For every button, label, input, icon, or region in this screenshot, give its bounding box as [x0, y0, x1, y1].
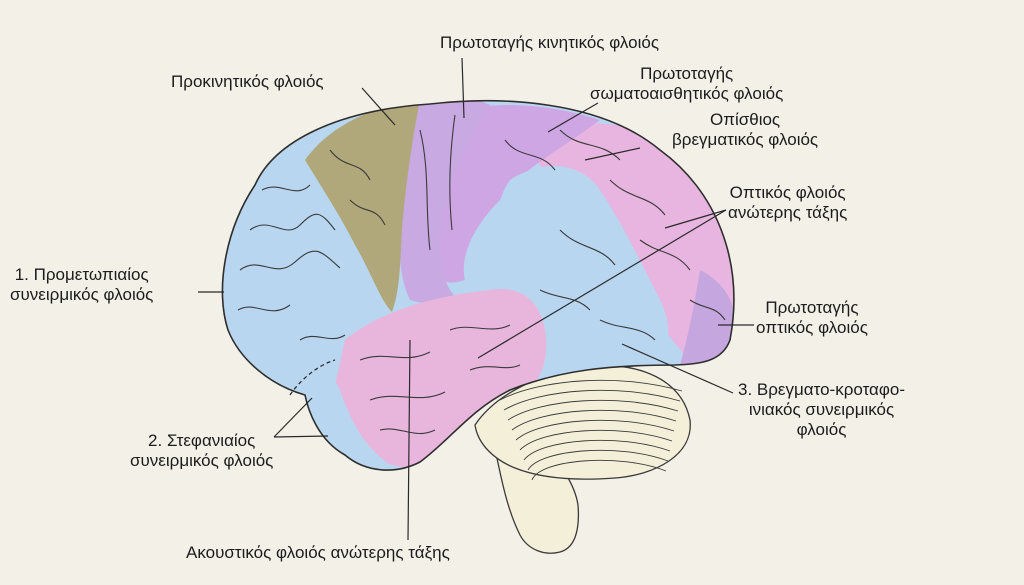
gyrus-line	[329, 149, 371, 181]
label-somatosensory-line1: Πρωτοταγής	[640, 64, 734, 83]
gyrus-line	[559, 129, 621, 161]
leader-pto	[621, 343, 734, 394]
gyrus-line	[449, 324, 511, 331]
label-limbic: 2. Στεφανιαίος συνειρμικός φλοιός	[130, 431, 273, 471]
leader-lines	[198, 57, 754, 541]
label-primary-visual-line2: οπτικός φλοιός	[756, 318, 868, 337]
leader-higher-visual-1	[664, 209, 727, 229]
gyrus-line	[349, 199, 386, 226]
label-auditory-text: Ακουστικός φλοιός ανώτερης τάξης	[186, 543, 450, 562]
label-somatosensory-line2: σωματοαισθητικός φλοιός	[590, 84, 784, 103]
gyrus-line	[449, 114, 456, 231]
label-limbic-line1: 2. Στεφανιαίος	[148, 431, 256, 450]
cerebellum-folium	[499, 379, 683, 401]
label-premotor-text: Προκινητικός φλοιός	[171, 72, 324, 91]
label-primary-motor-text: Πρωτοταγής κινητικός φλοιός	[440, 33, 660, 52]
gyrus-line	[609, 179, 666, 216]
gyrus-line	[239, 250, 341, 271]
cerebellum-folium	[515, 419, 675, 441]
gyrus-line	[559, 229, 616, 266]
leader-limbic-2	[273, 435, 329, 438]
gyrus-line	[261, 184, 311, 192]
label-higher-visual: Οπτικός φλοιός ανώτερης τάξης	[728, 183, 847, 223]
leader-premotor	[361, 87, 396, 126]
gyri-texture	[237, 114, 726, 435]
label-pto: 3. Βρεγματο-κροταφο- ινιακός συνειρμικός…	[738, 380, 905, 440]
gyrus-line	[599, 319, 656, 341]
label-pto-line1: 3. Βρεγματο-κροταφο-	[738, 380, 906, 399]
label-premotor: Προκινητικός φλοιός	[171, 72, 324, 92]
gyrus-line	[419, 129, 431, 251]
region-premotor	[305, 100, 420, 312]
cerebellum-folia	[499, 379, 683, 481]
label-primary-motor: Πρωτοταγής κινητικός φλοιός	[440, 33, 659, 53]
leader-higher-visual-2	[477, 209, 727, 359]
leader-limbic-1	[273, 397, 313, 438]
gyrus-line	[504, 139, 556, 171]
gyrus-line	[689, 299, 726, 321]
label-limbic-line2: συνειρμικός φλοιός	[130, 451, 274, 470]
label-pto-line2: ινιακός συνειρμικός	[748, 400, 895, 419]
label-primary-visual: Πρωτοταγής οπτικός φλοιός	[756, 298, 868, 338]
region-primary-somatosensory	[427, 105, 600, 283]
leader-primary-motor	[461, 57, 465, 119]
leader-somatosensory	[547, 102, 599, 133]
gyrus-line	[237, 304, 291, 312]
cerebellum-folium	[531, 459, 667, 481]
label-prefrontal: 1. Προμετωπιαίος συνειρμικός φλοιός	[10, 265, 153, 305]
label-pto-line3: φλοιός	[796, 420, 847, 439]
label-prefrontal-line2: συνειρμικός φλοιός	[10, 285, 154, 304]
gyrus-line	[639, 239, 691, 271]
region-primary-visual	[680, 270, 734, 365]
cerebellum-folium	[507, 399, 679, 421]
label-prefrontal-line1: 1. Προμετωπιαίος	[14, 265, 149, 284]
cerebellum-folium	[527, 449, 669, 471]
region-primary-motor	[399, 100, 490, 304]
gyrus-line	[359, 351, 431, 361]
gyrus-line	[299, 334, 346, 341]
label-posterior-parietal: Οπίσθιος βρεγματικός φλοιός	[672, 110, 818, 150]
label-posterior-parietal-line1: Οπίσθιος	[710, 110, 781, 129]
gyrus-line	[379, 428, 436, 435]
label-somatosensory: Πρωτοταγής σωματοαισθητικός φλοιός	[590, 64, 783, 104]
label-higher-visual-line2: ανώτερης τάξης	[728, 203, 848, 222]
leader-auditory	[407, 339, 411, 541]
label-higher-visual-line1: Οπτικός φλοιός	[729, 183, 846, 202]
label-auditory: Ακουστικός φλοιός ανώτερης τάξης	[186, 543, 450, 563]
leader-posterior-parietal	[584, 147, 641, 161]
region-temporal-auditory-association	[335, 289, 547, 468]
cerebellum-folium	[519, 429, 673, 451]
cingulate-dashed-line	[289, 359, 336, 396]
gyrus-line	[539, 289, 591, 311]
cerebrum-outline	[221, 99, 735, 471]
cerebellum-folium	[511, 409, 677, 431]
gyrus-line	[469, 364, 521, 371]
label-posterior-parietal-line2: βρεγματικός φλοιός	[672, 130, 819, 149]
cerebellum-folium	[503, 389, 681, 411]
gyrus-line	[249, 213, 336, 231]
gyrus-line	[369, 391, 446, 401]
cerebellum-folium	[523, 439, 671, 461]
label-primary-visual-line1: Πρωτοταγής	[765, 298, 859, 317]
